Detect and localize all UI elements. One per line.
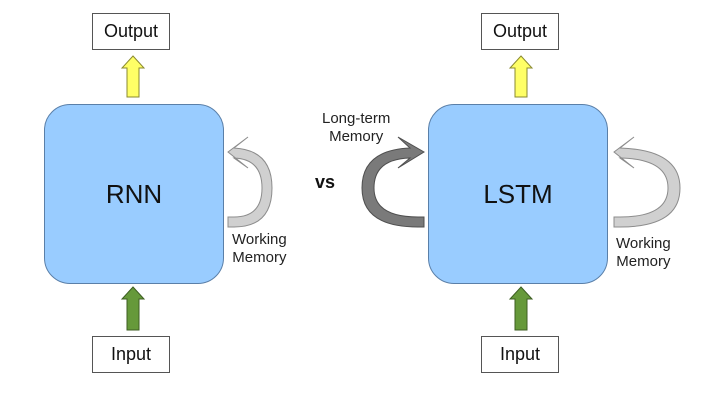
rnn-output-box: Output — [92, 13, 170, 50]
lstm-working-memory-line1: Working — [616, 235, 671, 252]
lstm-long-term-memory-label: Long-term Memory — [322, 110, 390, 146]
lstm-output-label: Output — [492, 21, 548, 41]
lstm-long-term-line1: Long-term — [322, 110, 391, 127]
rnn-working-memory-line2: Memory — [232, 249, 287, 266]
rnn-cell-label: RNN — [105, 178, 163, 209]
lstm-cell: LSTM — [428, 104, 608, 284]
lstm-working-memory-label: Working Memory — [616, 235, 671, 271]
lstm-output-arrow-icon — [508, 55, 534, 98]
rnn-output-label: Output — [103, 21, 159, 41]
rnn-cell: RNN — [44, 104, 224, 284]
rnn-input-label: Input — [110, 344, 152, 364]
lstm-long-term-line2: Memory — [329, 128, 384, 145]
lstm-long-term-loop-icon — [361, 136, 425, 228]
rnn-input-arrow-icon — [120, 286, 146, 331]
lstm-input-box: Input — [481, 336, 559, 373]
rnn-working-memory-line1: Working — [232, 231, 287, 248]
lstm-cell-label: LSTM — [483, 178, 553, 209]
lstm-input-label: Input — [499, 344, 541, 364]
lstm-output-box: Output — [481, 13, 559, 50]
rnn-output-arrow-icon — [120, 55, 146, 98]
rnn-working-memory-label: Working Memory — [232, 231, 287, 267]
versus-label: vs — [315, 172, 336, 192]
rnn-input-box: Input — [92, 336, 170, 373]
lstm-input-arrow-icon — [508, 286, 534, 331]
rnn-working-memory-loop-icon — [227, 136, 273, 228]
lstm-working-memory-loop-icon — [613, 136, 681, 228]
lstm-working-memory-line2: Memory — [616, 253, 671, 270]
